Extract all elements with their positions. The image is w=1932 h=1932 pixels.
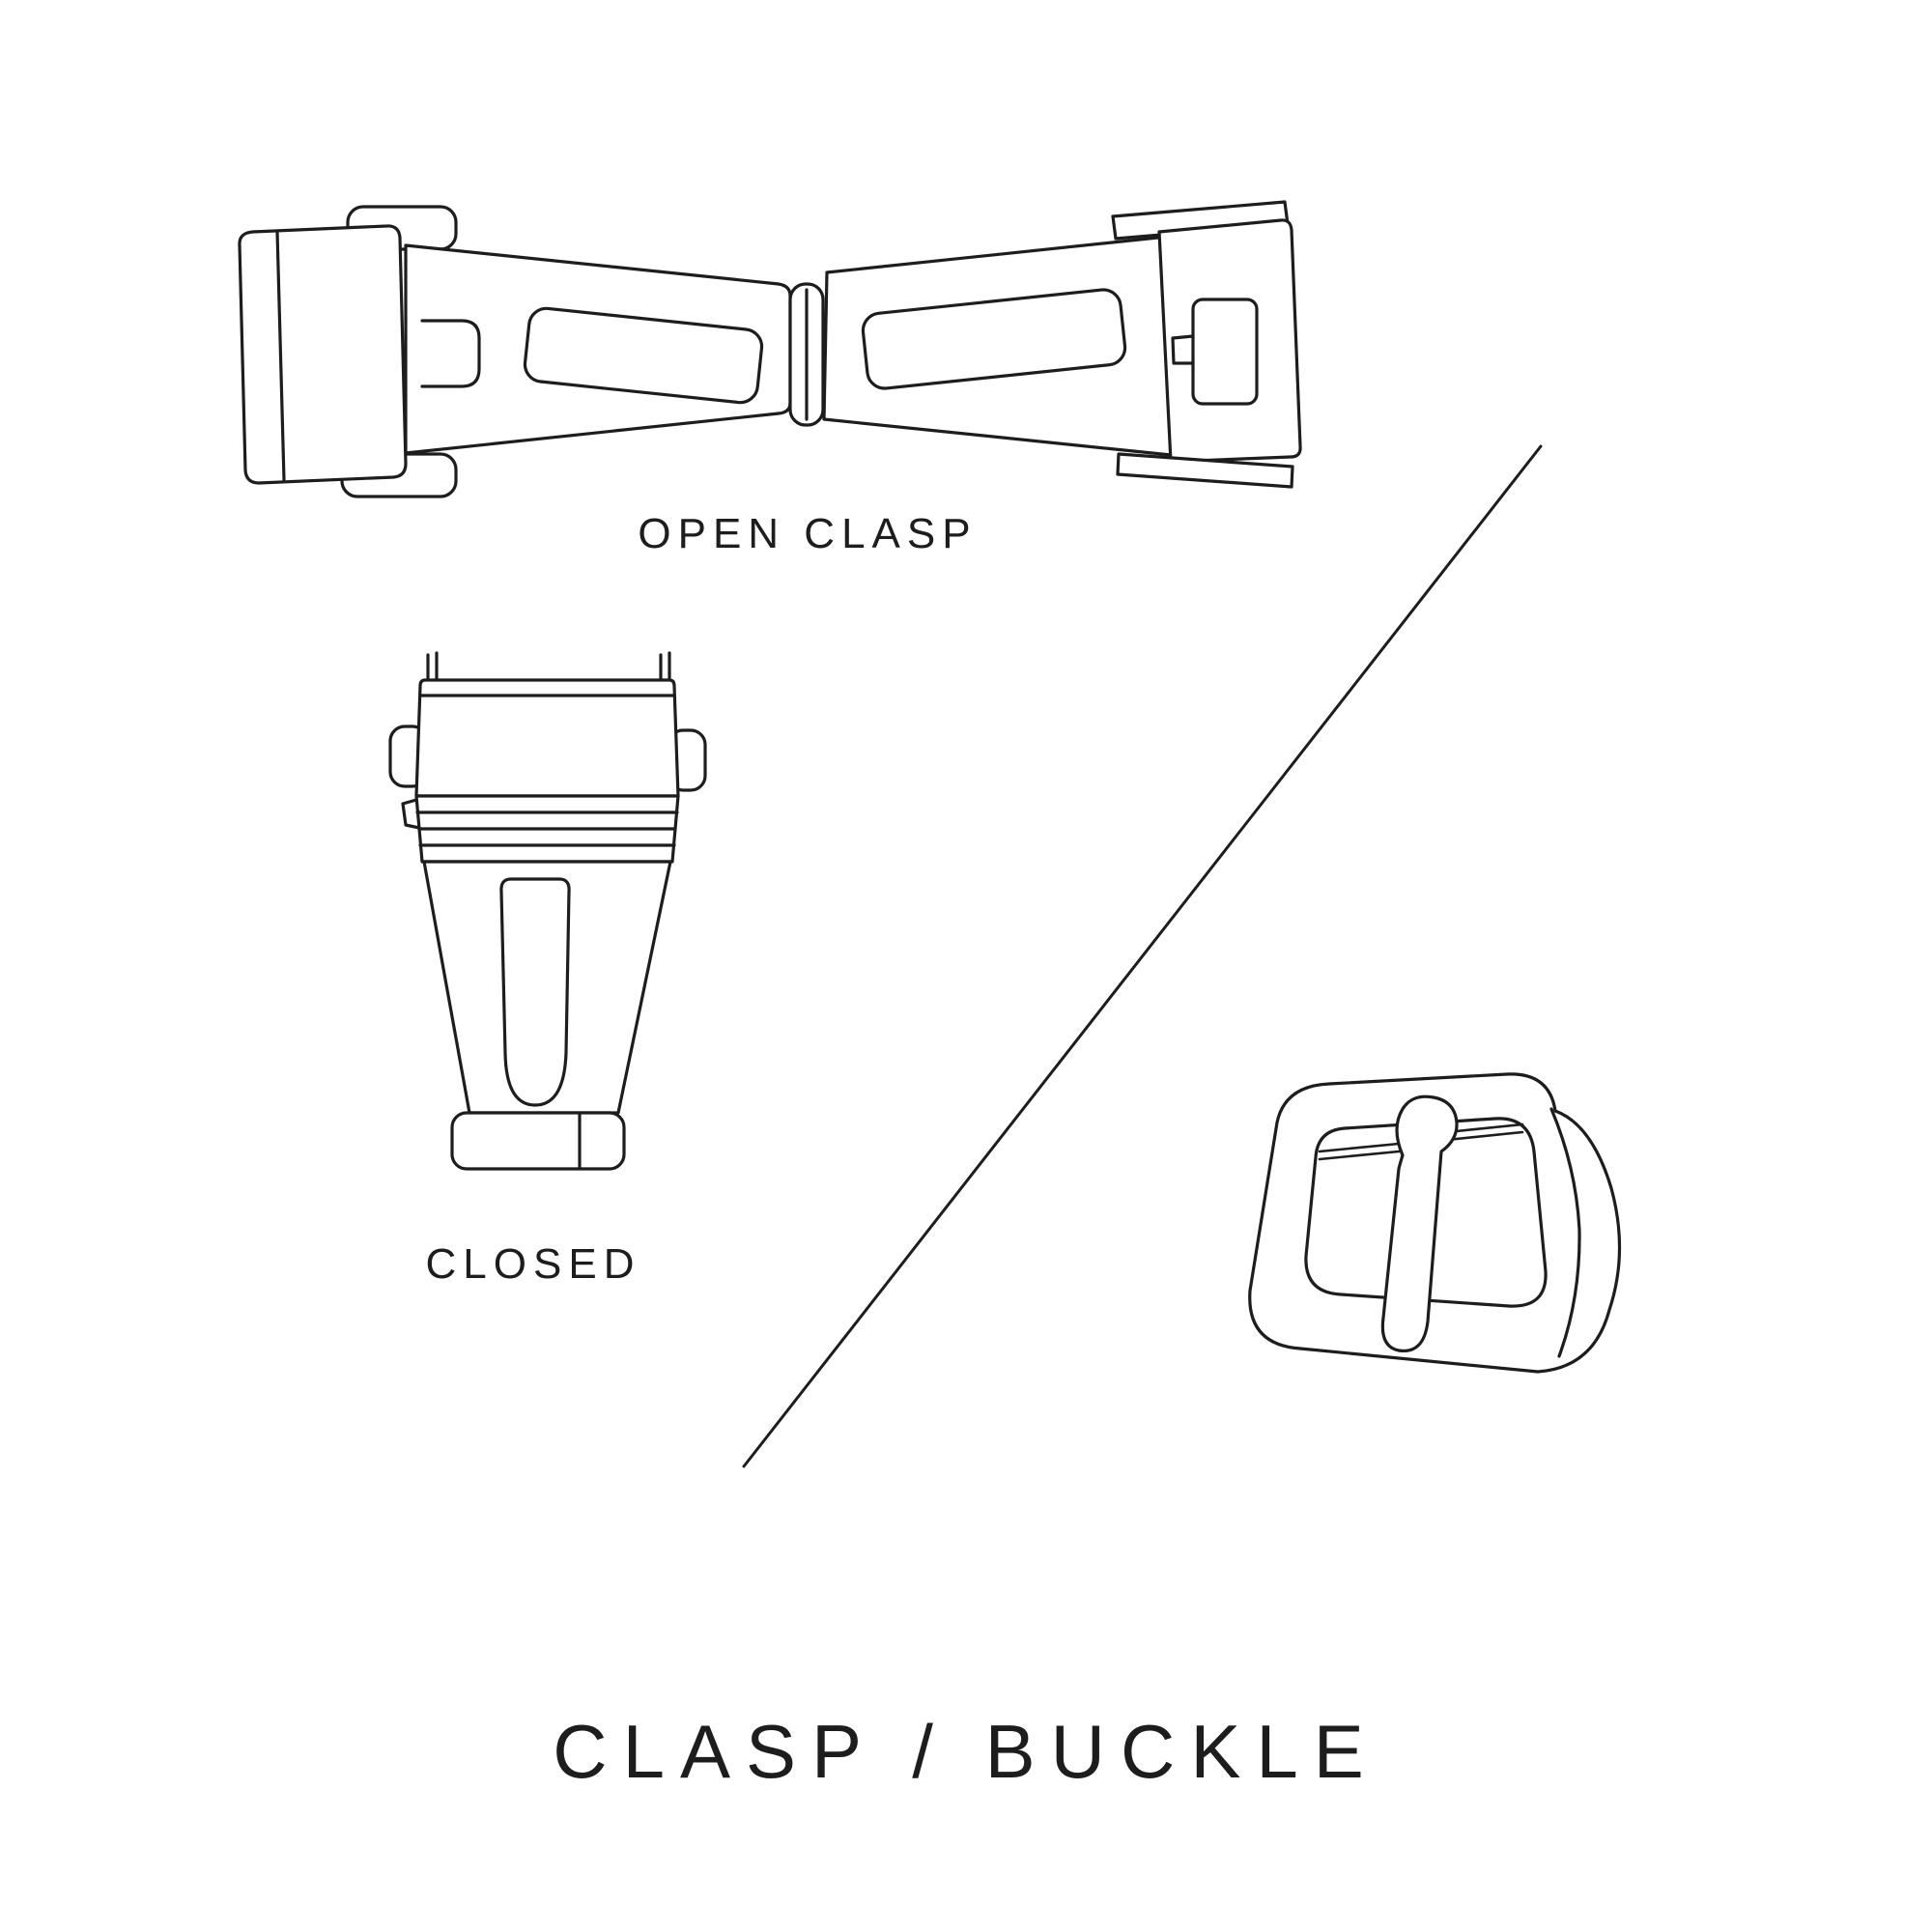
- page-title: CLASP / BUCKLE: [553, 1709, 1379, 1794]
- open-clasp-illustration: [238, 200, 1302, 498]
- divider-line: [742, 444, 1543, 1468]
- closed-clasp-illustration: [388, 651, 707, 1171]
- open-clasp-label: OPEN CLASP: [638, 510, 978, 557]
- closed-clasp-label: CLOSED: [425, 1240, 641, 1288]
- buckle-illustration: [1248, 1072, 1622, 1374]
